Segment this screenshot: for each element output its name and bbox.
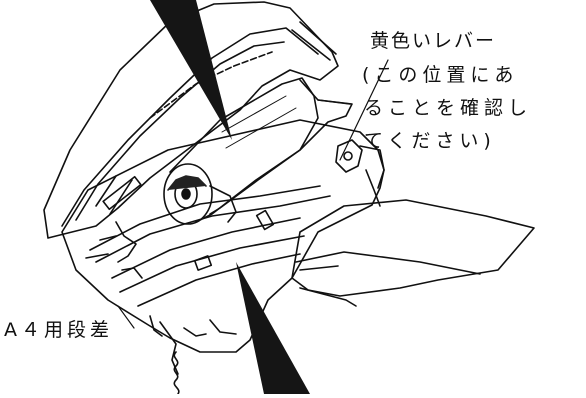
paper-sheet <box>209 79 353 215</box>
open-lid <box>43 1 339 239</box>
lever-note-line-1: (この位置にあ <box>362 64 519 86</box>
top-insert-arrow <box>150 0 232 140</box>
lever-leader-line <box>339 59 389 161</box>
bottom-insert-arrow <box>236 262 310 394</box>
yellow-lever <box>335 139 363 173</box>
yellow-lever-label: 黄色いレバー <box>370 30 497 52</box>
paper-roll-body <box>169 77 319 223</box>
paper-roll-end <box>163 163 213 225</box>
fax-body-outline <box>61 119 385 353</box>
a4-step-label: A４用段差 <box>4 319 113 341</box>
phone-cord <box>173 351 180 395</box>
document-tray <box>291 199 535 297</box>
lever-note-line-3: てください) <box>364 130 496 152</box>
lever-note-line-2: ることを確認し <box>364 97 533 119</box>
a4-step-leader-line <box>117 305 135 329</box>
lid-slot <box>102 175 142 211</box>
